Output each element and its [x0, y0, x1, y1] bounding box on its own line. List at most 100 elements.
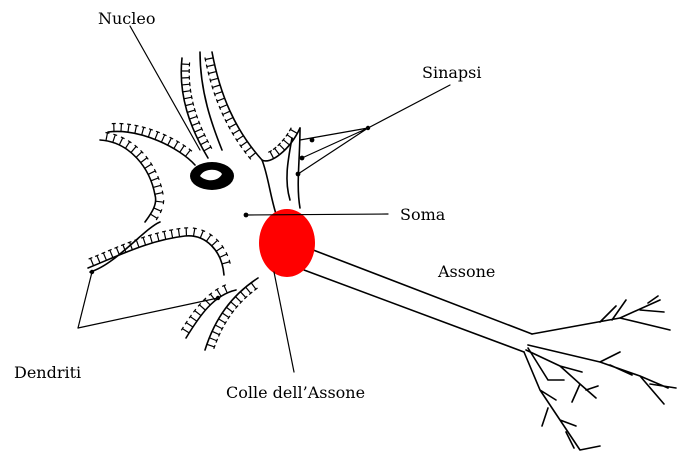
spine-tick [223, 111, 230, 114]
spine-tick [145, 164, 152, 168]
spine-tick [212, 240, 218, 246]
spine-tick [119, 138, 123, 145]
spine-cap [154, 169, 156, 173]
spine-tick [233, 130, 240, 134]
spine-cap [121, 244, 125, 245]
spine-cap [212, 85, 213, 89]
spine-tick [220, 105, 227, 108]
spine-cap [95, 255, 99, 257]
spine-tick [97, 256, 100, 263]
spine-cap [163, 134, 167, 136]
leader-nucleo [130, 26, 200, 150]
spine-cap [193, 102, 194, 106]
spine-tick [193, 228, 194, 236]
spine-tick [199, 305, 205, 310]
spine-tick [251, 283, 256, 289]
spine-tick [150, 214, 157, 218]
spine-cap [210, 79, 211, 83]
spine-tick [187, 110, 195, 112]
spine-tick [219, 319, 226, 323]
leader-dendriti-a [78, 272, 92, 328]
spine-tick [226, 307, 232, 312]
axon-hillock [259, 209, 315, 277]
spine-tick [103, 253, 106, 260]
spine-tick [155, 132, 158, 139]
label-assone: Assone [437, 262, 495, 281]
spine-tick [143, 237, 146, 245]
spine-tick [204, 147, 211, 151]
spine-tick [226, 117, 233, 121]
spine-tick [125, 142, 129, 149]
spine-tick [182, 84, 190, 85]
spine-tick [142, 127, 144, 135]
axon-top-edge [308, 248, 532, 334]
spine-cap [162, 231, 166, 232]
spine-cap [206, 65, 207, 69]
spine-tick [245, 147, 251, 152]
spine-cap [114, 247, 118, 249]
spine-tick [222, 313, 229, 317]
nucleus [190, 162, 234, 190]
spine-cap [162, 191, 163, 195]
spine-tick [113, 135, 116, 143]
spine-cap [160, 183, 161, 187]
spine-tick [237, 136, 244, 140]
spine-tick [215, 92, 223, 95]
axon-branch-mid-2 [526, 350, 598, 402]
spine-tick [128, 124, 129, 132]
spine-cap [222, 113, 224, 117]
spine-tick [186, 323, 193, 327]
spine-cap [194, 108, 195, 112]
spine-tick [290, 129, 297, 133]
spine-tick [206, 235, 211, 242]
spine-tick [216, 247, 223, 251]
spine-cap [142, 127, 146, 128]
spine-tick [195, 129, 202, 132]
spine-tick [212, 85, 220, 87]
spine-tick [90, 258, 93, 265]
spine-tick [136, 152, 142, 157]
spine-tick [110, 250, 113, 257]
spine-cap [205, 58, 206, 62]
spine-tick [141, 158, 147, 163]
spine-tick [240, 292, 245, 298]
spine-tick [185, 150, 190, 156]
spine-tick [197, 135, 204, 138]
spine-cap [228, 126, 230, 130]
spine-cap [201, 230, 205, 232]
spine-tick [180, 146, 184, 153]
label-colle-dell-assone: Colle dell’Assone [226, 383, 365, 402]
spine-cap [148, 235, 152, 236]
spine-tick [155, 193, 163, 195]
spine-tick [209, 72, 217, 74]
spine-cap [102, 252, 106, 254]
label-nucleo: Nucleo [98, 9, 155, 28]
spine-tick [164, 232, 166, 240]
spine-cap [201, 127, 203, 131]
soma-dot [244, 213, 249, 218]
spine-tick [151, 178, 158, 181]
dendrite-bottom-a [186, 290, 236, 338]
spine-tick [171, 230, 172, 238]
spine-tick [154, 208, 161, 211]
spine-cap [219, 333, 221, 337]
spine-tick [131, 146, 136, 152]
spine-cap [214, 345, 215, 349]
spine-tick [189, 116, 197, 119]
dendrite-upper-left-b [100, 140, 156, 222]
spine-cap [208, 72, 209, 76]
spine-cap [135, 125, 139, 126]
spine-cap [141, 237, 145, 238]
axon-bottom-edge [304, 270, 524, 352]
spine-tick [215, 325, 222, 329]
spine-cap [169, 230, 173, 231]
synapse-dot-1 [310, 138, 315, 143]
spine-tick [190, 317, 197, 322]
spine-tick [220, 254, 227, 257]
spine-tick [174, 142, 178, 149]
spine-tick [222, 262, 230, 264]
spine-cap [121, 137, 125, 139]
spine-cap [210, 145, 212, 148]
leader-lines [78, 26, 450, 372]
